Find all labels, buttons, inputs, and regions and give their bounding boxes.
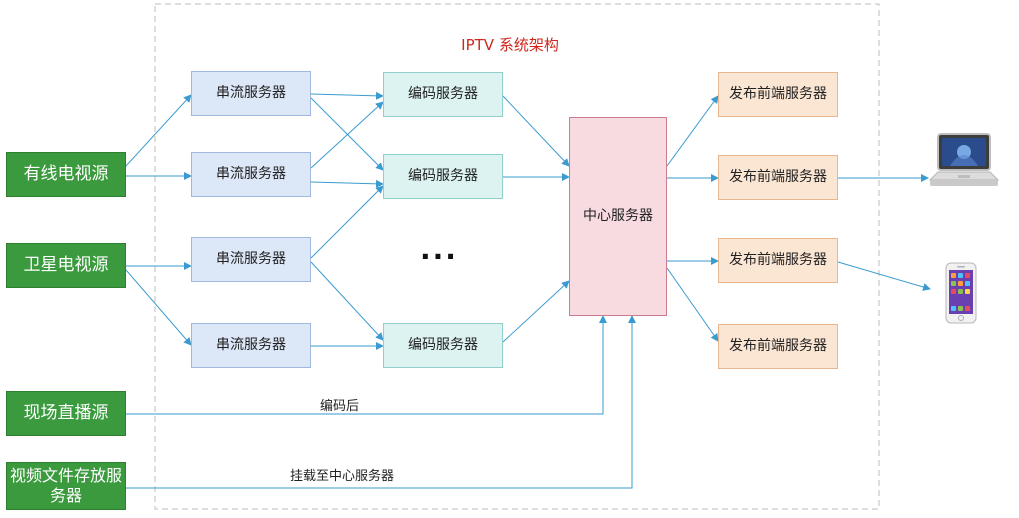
edge-stream2-to-encode1 — [310, 101, 384, 169]
edge-center-to-publish1 — [666, 95, 719, 167]
edge-file-to-center — [126, 315, 636, 489]
edge-stream2-to-encode2 — [310, 179, 384, 188]
encode-server-1: 编码服务器 — [383, 72, 503, 117]
laptop-icon — [928, 133, 1000, 186]
edge-live-to-center — [126, 315, 607, 415]
encode-server-2: 编码服务器 — [383, 154, 503, 199]
edge-center-to-publish4 — [666, 267, 719, 342]
edge-stream3-to-encode2 — [310, 185, 384, 259]
source-satellite-tv: 卫星电视源 — [6, 243, 126, 288]
edge-publish3-to-phone — [837, 261, 931, 291]
edge-label-mount: 挂载至中心服务器 — [290, 469, 395, 484]
publish-server-1: 发布前端服务器 — [718, 72, 838, 117]
edge-label-encoded: 编码后 — [320, 399, 360, 414]
publish-server-2: 发布前端服务器 — [718, 155, 838, 200]
system-boundary — [154, 3, 880, 510]
edge-stream1-to-encode2 — [310, 97, 384, 171]
diagram-title: IPTV 系统架构 — [461, 36, 559, 54]
edge-cable-to-stream1 — [125, 94, 192, 167]
stream-server-1: 串流服务器 — [191, 71, 311, 116]
stream-server-2: 串流服务器 — [191, 152, 311, 197]
source-video-file-server: 视频文件存放服务器 — [6, 462, 126, 510]
edge-satellite-to-stream4 — [125, 269, 192, 346]
stream-server-4: 串流服务器 — [191, 323, 311, 368]
edge-stream3-to-encode3 — [310, 261, 384, 341]
encode-server-3: 编码服务器 — [383, 323, 503, 368]
source-cable-tv: 有线电视源 — [6, 152, 126, 197]
ellipsis-more-encoders: ··· — [420, 240, 458, 273]
source-live: 现场直播源 — [6, 391, 126, 436]
stream-server-3: 串流服务器 — [191, 237, 311, 282]
center-server: 中心服务器 — [569, 117, 667, 316]
edge-stream1-to-encode1 — [310, 91, 384, 100]
publish-server-3: 发布前端服务器 — [718, 238, 838, 283]
edge-encode3-to-center — [502, 280, 570, 343]
publish-server-4: 发布前端服务器 — [718, 324, 838, 369]
edge-encode1-to-center — [502, 95, 570, 167]
smartphone-icon — [945, 262, 977, 324]
